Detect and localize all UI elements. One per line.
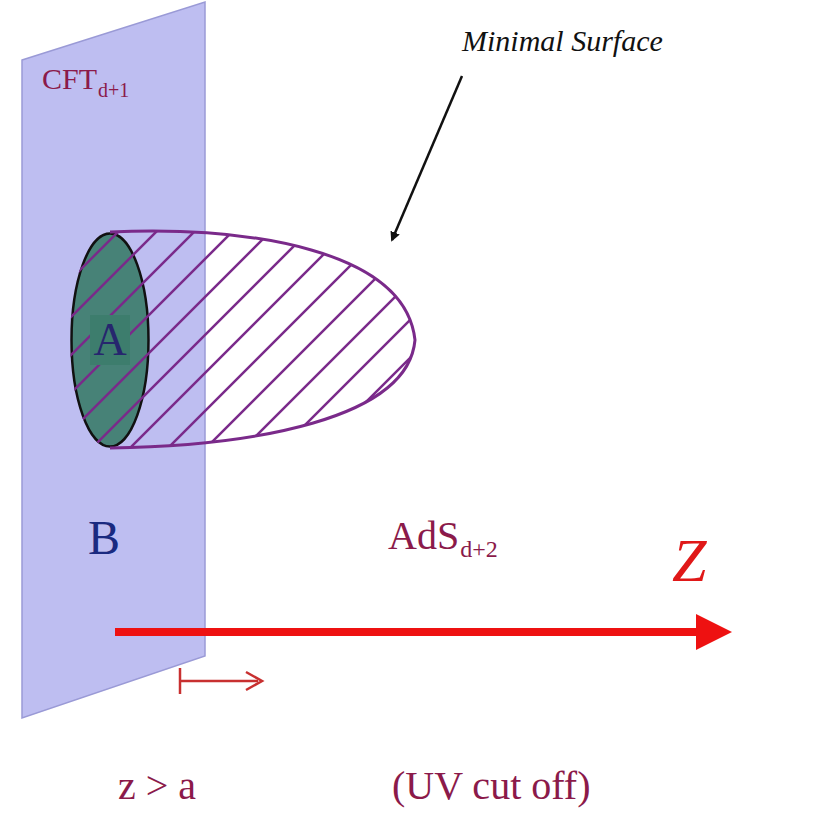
- region-a-ellipse: A: [70, 232, 150, 448]
- region-a-label: A: [90, 315, 129, 366]
- plane-label-subscript: d+1: [98, 79, 129, 101]
- bulk-label-subscript: d+2: [460, 536, 498, 562]
- axis-label: Z: [672, 526, 706, 594]
- region-b-label: B: [88, 512, 120, 565]
- plane-label: CFT: [42, 62, 97, 95]
- cutoff-condition: z > a: [118, 764, 196, 808]
- bulk-label: AdS: [388, 514, 459, 558]
- cft-boundary-plane: A CFTd+1B: [18, 0, 210, 722]
- cutoff-note: (UV cut off): [392, 764, 590, 808]
- surface-label: Minimal Surface: [462, 24, 663, 57]
